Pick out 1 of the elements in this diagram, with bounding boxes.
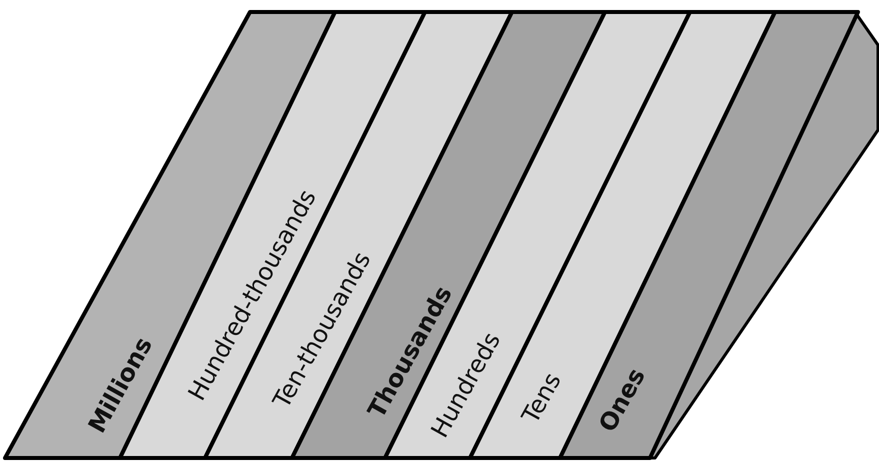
column-label: Tens <box>516 368 566 428</box>
